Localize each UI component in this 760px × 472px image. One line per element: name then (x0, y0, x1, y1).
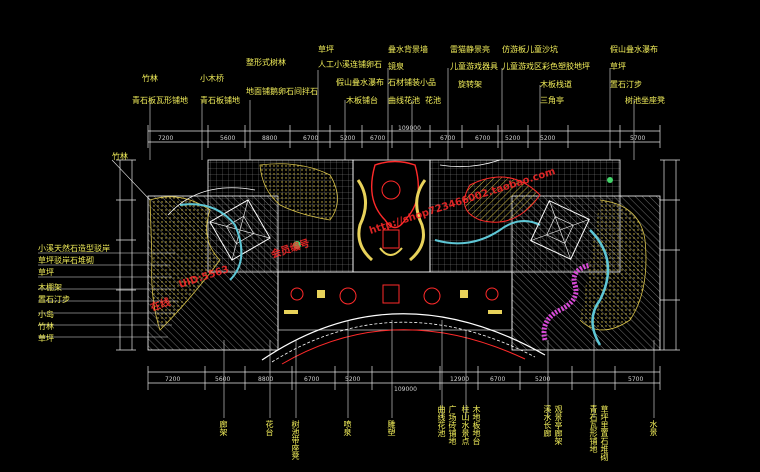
label-left-lawn-bank-stone: 草坪驳岸石堆砌 (38, 256, 94, 265)
label-bottom-lawn-rocks: 草坪里置石堆砌 (600, 405, 609, 461)
label-bottom-pergola: 廊架 (219, 420, 228, 436)
label-left-islet: 小岛 (38, 310, 54, 319)
label-left-bamboo: 竹林 (38, 322, 54, 331)
label-top-bluestone-paving: 青石板铺地 (200, 96, 240, 105)
label-bottom-flower-terrace: 花台 (265, 420, 274, 436)
leader-lines-left (38, 159, 178, 338)
label-top-boardwalk: 木板栈道 (540, 80, 572, 89)
dimension-line-sides (116, 159, 680, 351)
dim-top-3: 8800 (262, 135, 278, 142)
label-bottom-plaza-brick: 广场砖铺地 (448, 405, 457, 445)
label-bottom-viewing-pavilion: 观景亭廊架 (554, 405, 563, 445)
label-bottom-tree-pool-bench: 树池带座凳 (291, 420, 300, 460)
label-top-artificial-stream: 人工小溪连铺卵石 (318, 60, 382, 69)
label-bottom-fountain: 喷泉 (343, 420, 352, 436)
label-left-natural-stone-bank: 小溪天然石造型驳岸 (38, 244, 110, 253)
label-top-bamboo: 竹林 (142, 74, 158, 83)
label-bottom-curved-planter: 曲线花池 (437, 405, 446, 437)
label-left-lawn-bottom: 草坪 (38, 334, 54, 343)
label-bottom-sculpture: 雕塑 (387, 420, 396, 436)
label-bottom-wood-floor-deck: 木地板地台 (472, 405, 481, 445)
label-top-lawn: 草坪 (318, 45, 334, 54)
dim-top-9: 6700 (475, 135, 491, 142)
dim-top-2: 5600 (220, 135, 236, 142)
dim-top-overall: 109000 (398, 125, 421, 132)
dim-top-12: 5700 (630, 135, 646, 142)
dim-top-8: 6700 (440, 135, 456, 142)
label-top-planter: 花池 (425, 96, 441, 105)
label-top-mirror-spring: 镜泉 (388, 62, 404, 71)
dim-bottom-overall: 109000 (394, 386, 417, 393)
label-top-pebble-paving: 地面铺鹅卵石间拌石 (246, 87, 318, 96)
dim-top-1: 7200 (158, 135, 174, 142)
label-left-lawn: 草坪 (38, 268, 54, 277)
dim-top-4: 6700 (303, 135, 319, 142)
label-top-kids-play-equipment: 儿童游戏器具 (450, 62, 498, 71)
label-bottom-stream-corridor: 溪水长廊 (543, 405, 552, 437)
label-bottom-column-water: 柱山水景点 (461, 405, 470, 445)
label-left-bamboo-top: 竹林 (112, 152, 128, 161)
label-bottom-bluestone-paving: 青石瓦形铺地 (589, 405, 598, 453)
label-top-carousel: 旋转架 (458, 80, 482, 89)
dim-bottom-8: 6700 (490, 376, 506, 383)
label-top-lawn-right: 草坪 (610, 62, 626, 71)
dim-bottom-10: 5700 (628, 376, 644, 383)
label-top-wood-deck: 木板铺台 (346, 96, 378, 105)
label-top-stone-ornament: 石材铺装小品 (388, 78, 436, 87)
dim-bottom-2: 5600 (215, 376, 231, 383)
dim-top-10: 5200 (505, 135, 521, 142)
dim-bottom-9: 5200 (535, 376, 551, 383)
label-top-pavilion-feature: 雷猫静景亮 (450, 45, 490, 54)
dim-bottom-4: 6700 (304, 376, 320, 383)
label-left-wood-trellis: 木棚架 (38, 283, 62, 292)
label-top-curved-planter: 曲线花池 (388, 96, 420, 105)
leader-lines-top (149, 68, 635, 160)
label-top-stepping-stones: 置石汀步 (610, 80, 642, 89)
label-top-bluestone-tile-paving: 青石板瓦形铺地 (132, 96, 188, 105)
label-top-tree-pool-bench: 树池坐座凳 (625, 96, 665, 105)
label-left-stepping-stones: 置石汀步 (38, 295, 70, 304)
label-top-rockery-waterfall-right: 假山叠水瀑布 (610, 45, 658, 54)
dim-bottom-5: 5200 (345, 376, 361, 383)
leader-lines-bottom (223, 320, 655, 418)
dim-top-11: 5200 (540, 135, 556, 142)
dimension-line-bottom (147, 366, 661, 390)
label-top-kids-play-area-rubber: 儿童游戏区彩色塑胶地坪 (502, 62, 590, 71)
dimension-line-top (147, 125, 661, 148)
label-bottom-water-feature: 水景 (649, 420, 658, 436)
label-top-formal-grove: 整形式树林 (246, 58, 286, 67)
dim-top-5: 5200 (340, 135, 356, 142)
dim-bottom-1: 7200 (165, 376, 181, 383)
label-top-small-wood-bridge: 小木桥 (200, 74, 224, 83)
dim-bottom-3: 8800 (258, 376, 274, 383)
site-plan (147, 159, 661, 365)
label-top-water-feature-wall: 叠水背景墙 (388, 45, 428, 54)
dim-bottom-7: 12900 (450, 376, 470, 383)
label-top-triangle-pavilion: 三角亭 (540, 96, 564, 105)
dim-top-6: 6700 (370, 135, 386, 142)
label-top-kids-sandpit: 仿游板儿童沙坑 (502, 45, 558, 54)
label-top-rockery-waterfall: 假山叠水瀑布 (336, 78, 384, 87)
